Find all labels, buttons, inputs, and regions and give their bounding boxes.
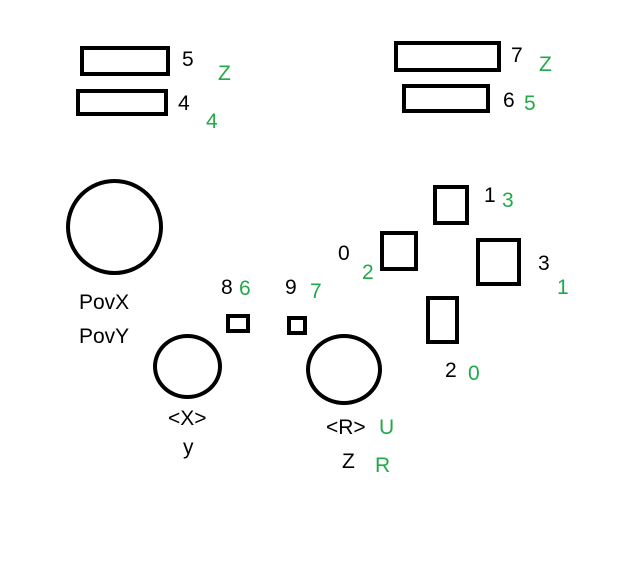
right-bumper-bottom-label: 6 [503,89,515,112]
pov-y-label: PovY [79,325,130,348]
right-stick-y-label: Z [342,450,355,473]
face-button-right[interactable] [476,238,521,286]
face-button-right-mapping: 1 [557,276,569,299]
start-button-label: 9 [285,276,297,299]
face-button-left[interactable] [380,231,418,271]
face-button-top-mapping: 3 [502,189,514,212]
left-bumper-bottom[interactable] [76,89,168,116]
face-button-bottom[interactable] [426,296,459,344]
select-button-mapping: 6 [239,277,251,300]
right-bumper-top[interactable] [394,41,501,72]
right-bumper-bottom-mapping: 5 [524,92,536,115]
right-bumper-top-mapping: Z [539,53,552,76]
left-bumper-top-mapping: Z [218,62,231,85]
right-stick-x-label: <R> [326,416,366,439]
start-button[interactable] [287,316,307,335]
select-button[interactable] [226,314,250,333]
right-stick-x-mapping: U [379,416,395,439]
pov-x-label: PovX [79,291,130,314]
left-bumper-bottom-label: 4 [178,92,190,115]
select-button-label: 8 [221,276,233,299]
start-button-mapping: 7 [310,280,322,303]
left-stick-x-label: <X> [168,407,207,430]
right-stick-y-mapping: R [375,454,391,477]
face-button-right-label: 3 [538,252,550,275]
left-bumper-top[interactable] [80,46,170,76]
pov-hat[interactable] [66,179,163,275]
face-button-top[interactable] [433,185,469,225]
right-bumper-top-label: 7 [511,44,523,67]
face-button-left-label: 0 [338,242,350,265]
left-bumper-top-label: 5 [182,48,194,71]
left-stick-y-label: y [183,436,194,459]
face-button-bottom-mapping: 0 [468,362,480,385]
face-button-left-mapping: 2 [362,261,374,284]
right-bumper-bottom[interactable] [402,84,490,113]
left-bumper-bottom-mapping: 4 [206,110,218,133]
right-stick[interactable] [306,334,382,405]
left-stick[interactable] [153,334,222,399]
face-button-bottom-label: 2 [445,359,457,382]
face-button-top-label: 1 [484,184,496,207]
